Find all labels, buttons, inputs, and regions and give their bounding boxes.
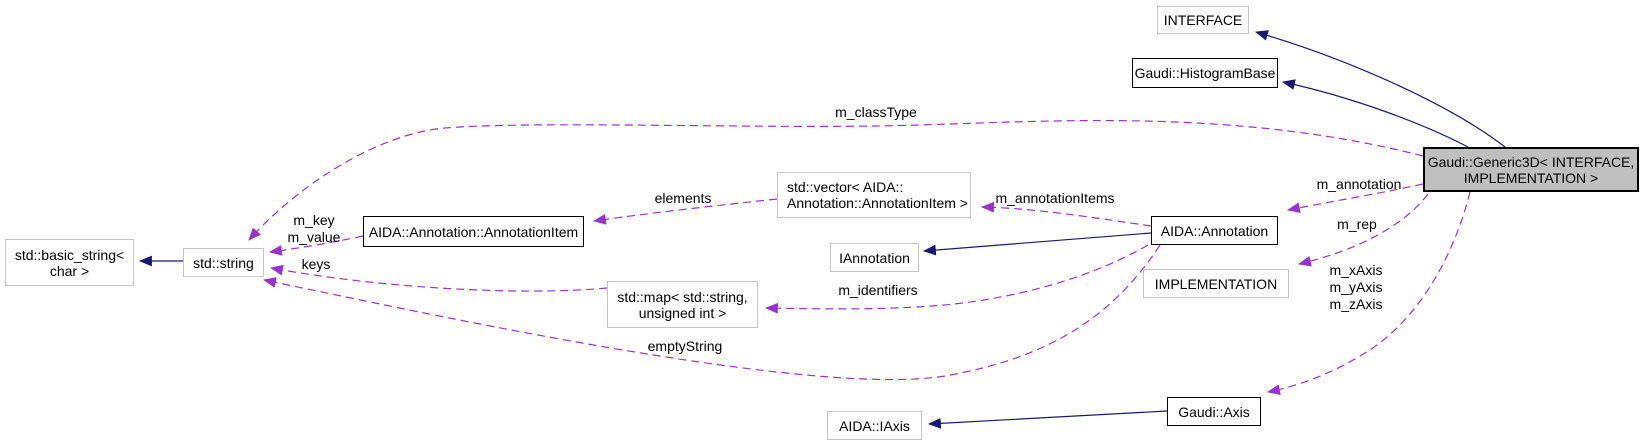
node-std-string: std::string — [183, 248, 264, 277]
edge-m-classtype — [248, 119, 1424, 241]
node-gaudi-generic3d: Gaudi::Generic3D< INTERFACE, IMPLEMENTAT… — [1423, 147, 1639, 192]
edge-label-m-rep: m_rep — [1337, 216, 1377, 232]
edge-label-m-key-m-value: m_key m_value — [287, 212, 341, 245]
edge-label-elements: elements — [654, 190, 712, 206]
edge-label-m-annotation: m_annotation — [1316, 176, 1402, 192]
edge-label-m-identifiers: m_identifiers — [838, 282, 918, 298]
edge-m-annotation — [1286, 183, 1424, 214]
edge-annotation-to-iannotation — [922, 232, 1152, 256]
edge-elements — [592, 198, 778, 225]
edge-m-identifiers — [764, 244, 1149, 314]
node-gaudi-histogrambase[interactable]: Gaudi::HistogramBase — [1132, 58, 1278, 88]
edge-label-m-classtype: m_classType — [835, 104, 917, 120]
node-aida-annotation[interactable]: AIDA::Annotation — [1151, 216, 1278, 245]
node-aida-annotation-annotationitem[interactable]: AIDA::Annotation::AnnotationItem — [363, 216, 584, 247]
node-gaudi-axis[interactable]: Gaudi::Axis — [1167, 397, 1261, 426]
edge-m-key-m-value — [268, 235, 364, 256]
node-std-basic-string: std::basic_string< char > — [5, 239, 134, 286]
edge-generic3d-to-interface — [1254, 30, 1506, 148]
edge-label-keys: keys — [301, 256, 331, 272]
edge-m-annotationitems — [980, 201, 1152, 227]
edge-label-m-axes: m_xAxis m_yAxis m_zAxis — [1329, 262, 1383, 312]
edge-generic3d-to-histogram-base — [1281, 79, 1469, 148]
node-std-map: std::map< std::string, unsigned int > — [607, 281, 758, 328]
edge-axis-to-iaxis — [927, 410, 1168, 429]
edge-m-rep — [1297, 193, 1429, 267]
node-interface: INTERFACE — [1157, 6, 1249, 34]
edge-keys — [269, 264, 608, 292]
edge-label-emptystring: emptyString — [647, 338, 723, 354]
edge-emptystring — [262, 244, 1161, 381]
node-implementation: IMPLEMENTATION — [1143, 269, 1289, 298]
edge-label-m-annotationitems: m_annotationItems — [995, 190, 1115, 206]
node-std-vector-annotationitem: std::vector< AIDA:: Annotation::Annotati… — [777, 172, 971, 218]
node-iannotation: IAnnotation — [830, 243, 919, 272]
edge-m-axes — [1266, 191, 1471, 396]
node-aida-iaxis: AIDA::IAxis — [827, 411, 922, 440]
